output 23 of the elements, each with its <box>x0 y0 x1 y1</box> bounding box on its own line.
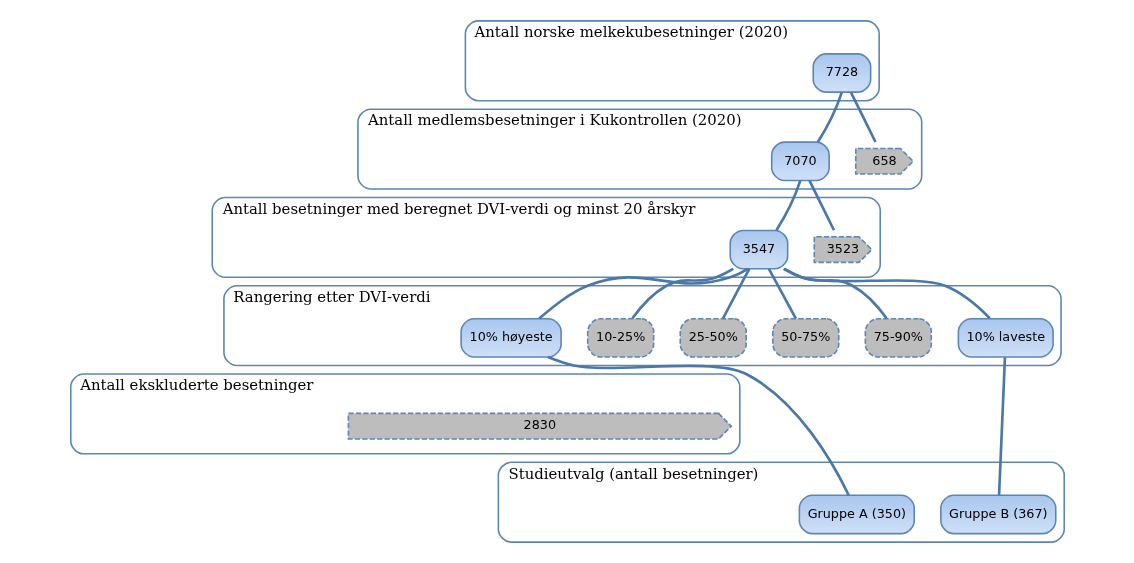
connector <box>807 180 835 231</box>
node-box: Gruppe A (350) <box>798 494 915 535</box>
connector <box>816 91 843 143</box>
node-box: 10-25% <box>586 317 654 358</box>
node-box: 7070 <box>770 141 830 182</box>
connector <box>767 268 797 320</box>
node-box: 10% høyeste <box>459 317 562 358</box>
connector <box>546 355 850 496</box>
node-box: 10% laveste <box>957 317 1054 358</box>
connector <box>774 180 802 231</box>
connector <box>849 91 877 143</box>
connector <box>783 267 888 320</box>
connector <box>721 268 750 320</box>
connector <box>997 357 1006 496</box>
connector <box>630 267 734 320</box>
node-box: 25-50% <box>678 317 747 358</box>
node-box: Gruppe B (367) <box>939 494 1057 535</box>
node-box: 7728 <box>811 53 871 93</box>
node-box: 3547 <box>728 229 788 270</box>
node-box: 50-75% <box>771 317 840 358</box>
connector <box>537 267 748 320</box>
node-box: 75-90% <box>864 317 932 358</box>
connector <box>782 267 991 320</box>
